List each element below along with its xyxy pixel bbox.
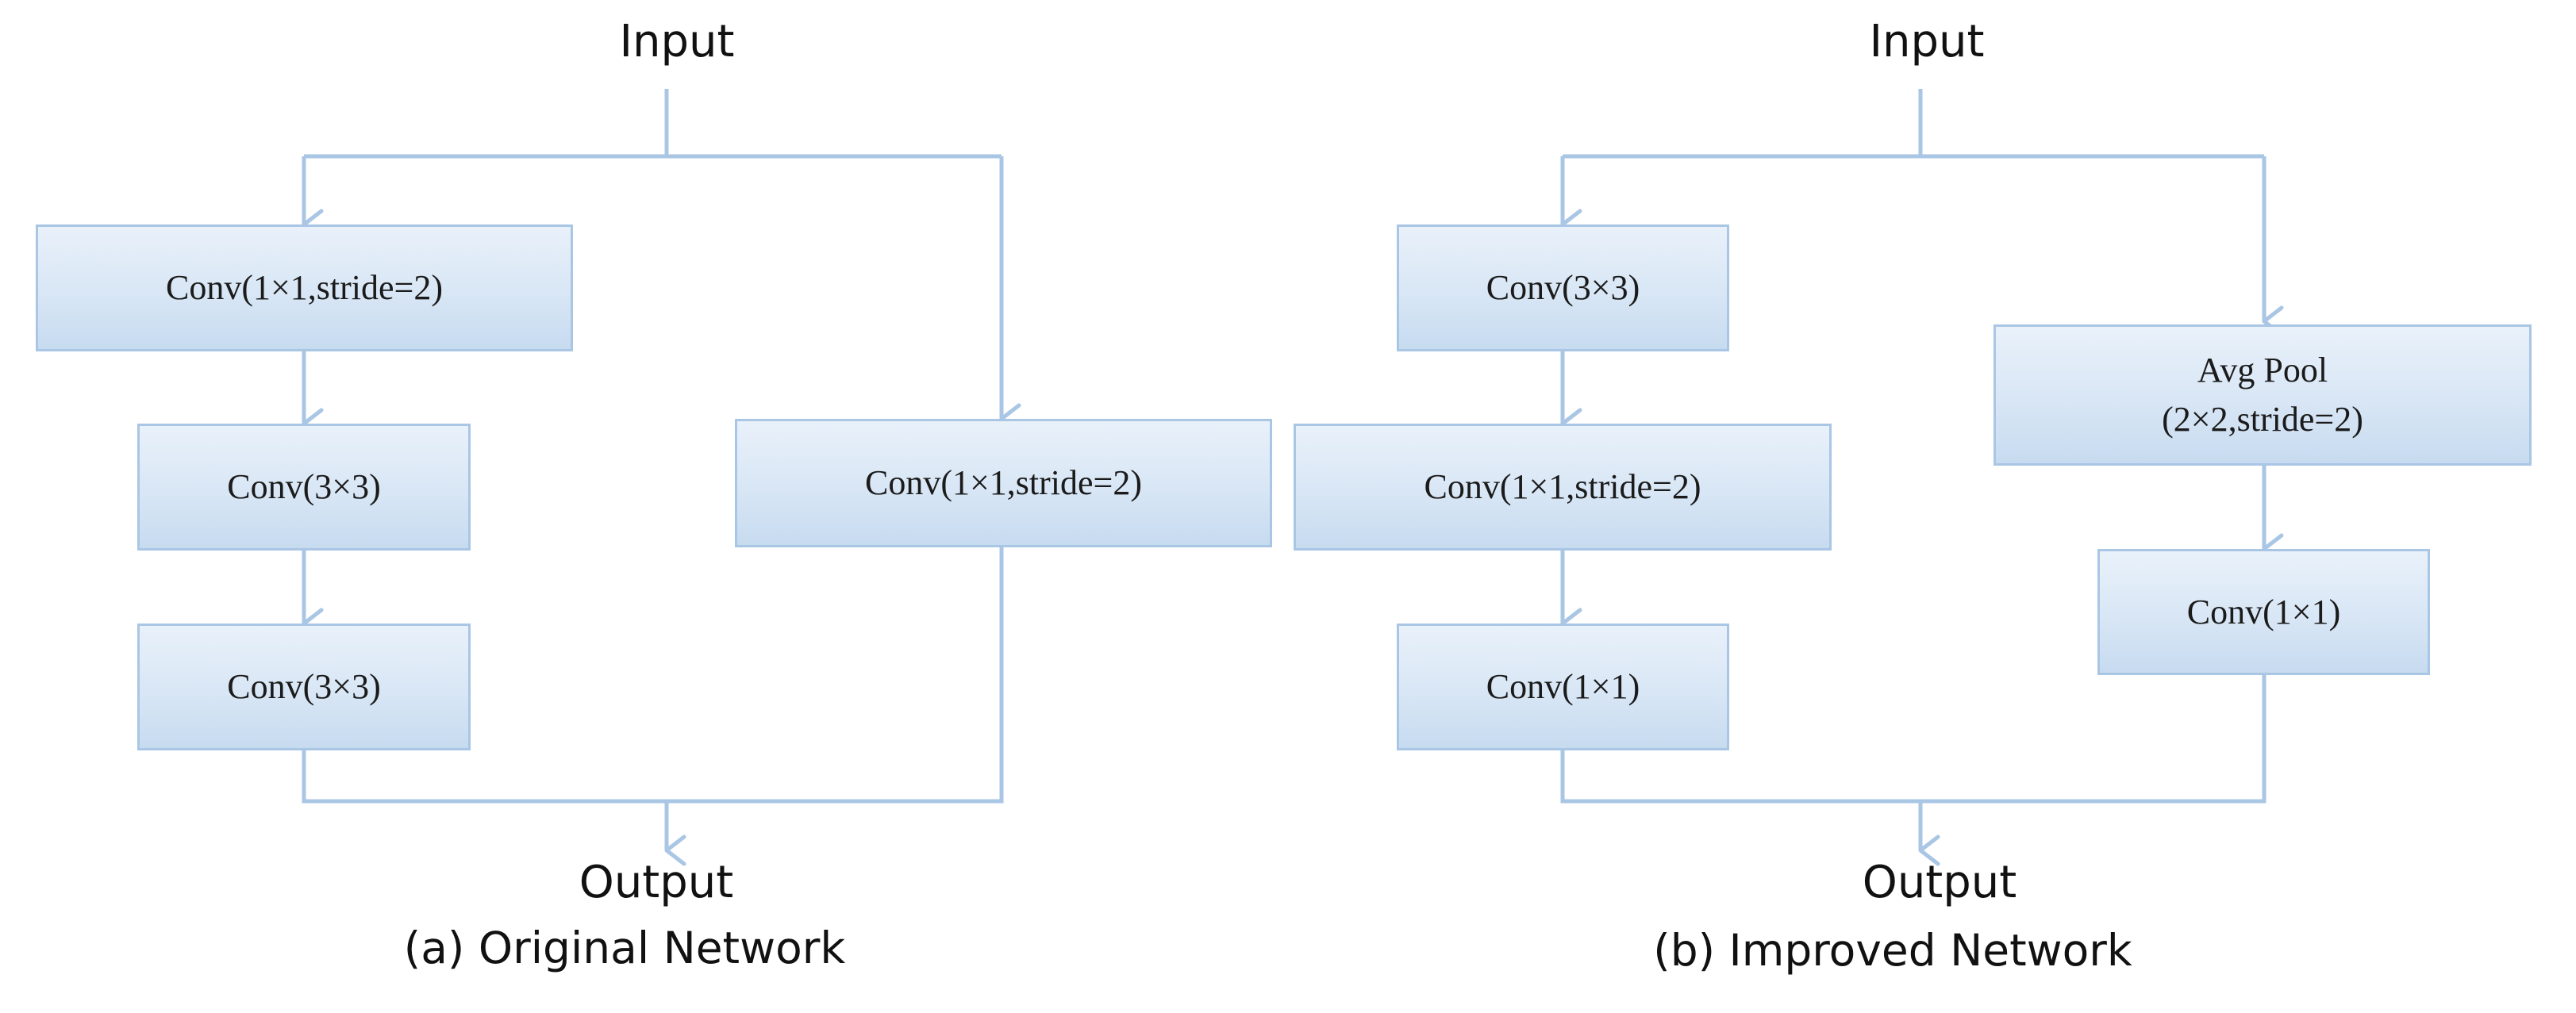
box-text-line: Conv(1×1,stride=2) (165, 268, 444, 307)
a-conv-3x3-box-2: Conv(3×3) (137, 624, 471, 750)
b-merge-line (1560, 675, 2266, 804)
b-conv-1x1-stride2-box: Conv(1×1,stride=2) (1294, 424, 1832, 551)
a-merge-line (302, 547, 1004, 804)
b-caption: (b) Improved Network (1653, 925, 2132, 976)
a-input-label: Input (619, 16, 735, 67)
box-text-line: Conv(1×1) (1486, 667, 1640, 706)
a-shortcut-conv-1x1-stride2-box: Conv(1×1,stride=2) (735, 419, 1272, 547)
box-text-line: (2×2,stride=2) (2162, 400, 2363, 439)
b-shortcut-conv-1x1-box: Conv(1×1) (2097, 549, 2430, 675)
b-conv-1x1-box: Conv(1×1) (1397, 624, 1729, 750)
b-input-split-line (1563, 89, 2264, 159)
b-avg-pool-box: Avg Pool (2×2,stride=2) (1994, 324, 2532, 466)
box-text-line: Conv(1×1,stride=2) (864, 463, 1143, 502)
a-caption: (a) Original Network (403, 923, 846, 973)
a-conv-3x3-box-1: Conv(3×3) (137, 424, 471, 551)
box-text-line: Conv(1×1) (2186, 592, 2341, 631)
box-text-line: Avg Pool (2197, 351, 2328, 389)
a-conv-1x1-stride2-box: Conv(1×1,stride=2) (36, 224, 573, 351)
box-text-line: Conv(3×3) (227, 667, 381, 706)
a-input-split-line (304, 89, 1002, 159)
b-output-label: Output (1862, 857, 2017, 908)
box-text-line: Conv(3×3) (227, 467, 381, 506)
b-input-label: Input (1869, 16, 1985, 67)
box-text-line: Conv(3×3) (1486, 268, 1640, 307)
b-conv-3x3-box: Conv(3×3) (1397, 224, 1729, 351)
a-output-label: Output (579, 857, 734, 908)
box-text-line: Conv(1×1,stride=2) (1424, 467, 1701, 506)
